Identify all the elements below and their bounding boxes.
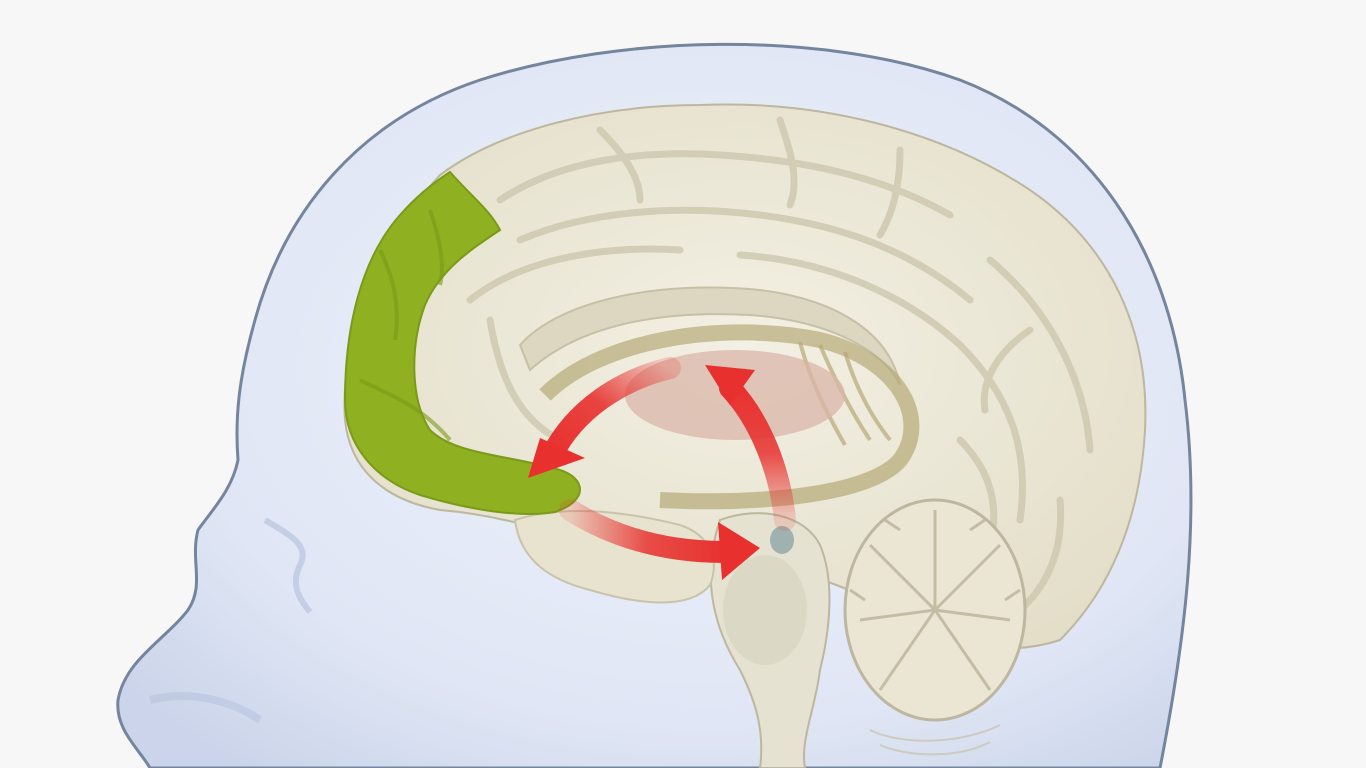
pons-shading: [723, 555, 807, 665]
arrow-limbic-to-prefrontal: [528, 357, 681, 478]
cerebellum: [843, 498, 1027, 756]
prefrontal-folds: [359, 209, 452, 442]
limbic-tract: [539, 324, 920, 510]
temporal-lobe: [513, 509, 715, 604]
arrow-prefrontal-to-brainstem: [559, 499, 760, 580]
face-contour: [263, 517, 313, 614]
arrow-brainstem-to-limbic: [705, 365, 796, 531]
cortex-folds: [466, 116, 1094, 629]
brainstem-nucleus: [770, 526, 794, 554]
face-contour-lower: [149, 692, 263, 724]
